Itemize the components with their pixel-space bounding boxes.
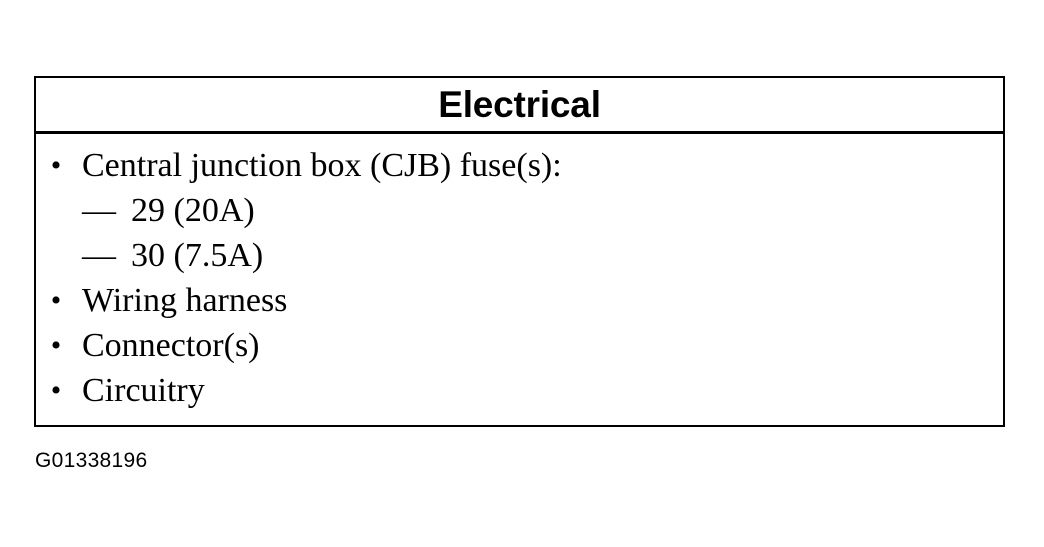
figure-id-caption: G01338196 — [35, 449, 148, 472]
bullet-icon: • — [50, 329, 62, 362]
bullet-icon: • — [50, 284, 62, 317]
sub-list-item-label: 30 (7.5A) — [131, 237, 264, 274]
dash-icon: — — [82, 192, 116, 229]
table-body: • Central junction box (CJB) fuse(s): — … — [36, 134, 1003, 413]
table-header-row: Electrical — [36, 78, 1003, 134]
list-item: • Wiring harness — [36, 278, 1003, 323]
table-title: Electrical — [438, 84, 601, 125]
list-item-label: Circuitry — [82, 372, 205, 409]
component-list: • Central junction box (CJB) fuse(s): — … — [36, 143, 1003, 413]
list-item-label: Central junction box (CJB) fuse(s): — [82, 147, 562, 184]
electrical-spec-table: Electrical • Central junction box (CJB) … — [34, 76, 1005, 427]
sub-list-item: — 29 (20A) — [82, 188, 1003, 233]
list-item: • Central junction box (CJB) fuse(s): — … — [36, 143, 1003, 278]
list-item: • Connector(s) — [36, 323, 1003, 368]
sub-list-item: — 30 (7.5A) — [82, 233, 1003, 278]
list-item-label: Wiring harness — [82, 282, 288, 319]
bullet-icon: • — [50, 374, 62, 407]
list-item: • Circuitry — [36, 368, 1003, 413]
sub-list-item-label: 29 (20A) — [131, 192, 255, 229]
fuse-sublist: — 29 (20A) — 30 (7.5A) — [82, 188, 1003, 278]
bullet-icon: • — [50, 149, 62, 182]
dash-icon: — — [82, 237, 116, 274]
list-item-label: Connector(s) — [82, 327, 260, 364]
